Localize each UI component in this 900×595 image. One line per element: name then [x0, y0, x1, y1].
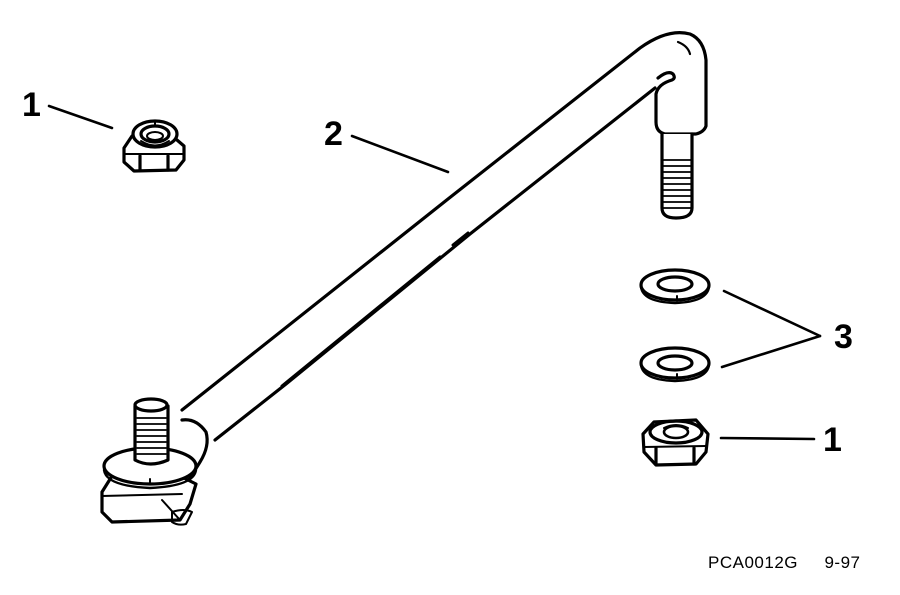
callout-1-bottom: 1 [823, 421, 842, 459]
leader-line-1-top [47, 104, 114, 130]
link-rod-icon [100, 31, 708, 526]
leader-line-2 [350, 134, 450, 174]
callout-1-top: 1 [22, 86, 41, 124]
washer-lower-icon [639, 346, 711, 383]
leader-line-3b [720, 334, 822, 369]
leader-line-3a [722, 289, 822, 338]
figure-date: 9-97 [824, 553, 861, 572]
washer-upper-icon [639, 268, 711, 305]
leader-line-1-bottom [719, 436, 816, 441]
lock-nut-icon [122, 119, 186, 173]
figure-code: PCA0012G 9-97 [708, 553, 861, 573]
nut-icon [641, 418, 710, 467]
callout-3: 3 [834, 318, 853, 356]
callout-2: 2 [324, 115, 343, 153]
figure-code-text: PCA0012G [708, 553, 798, 572]
